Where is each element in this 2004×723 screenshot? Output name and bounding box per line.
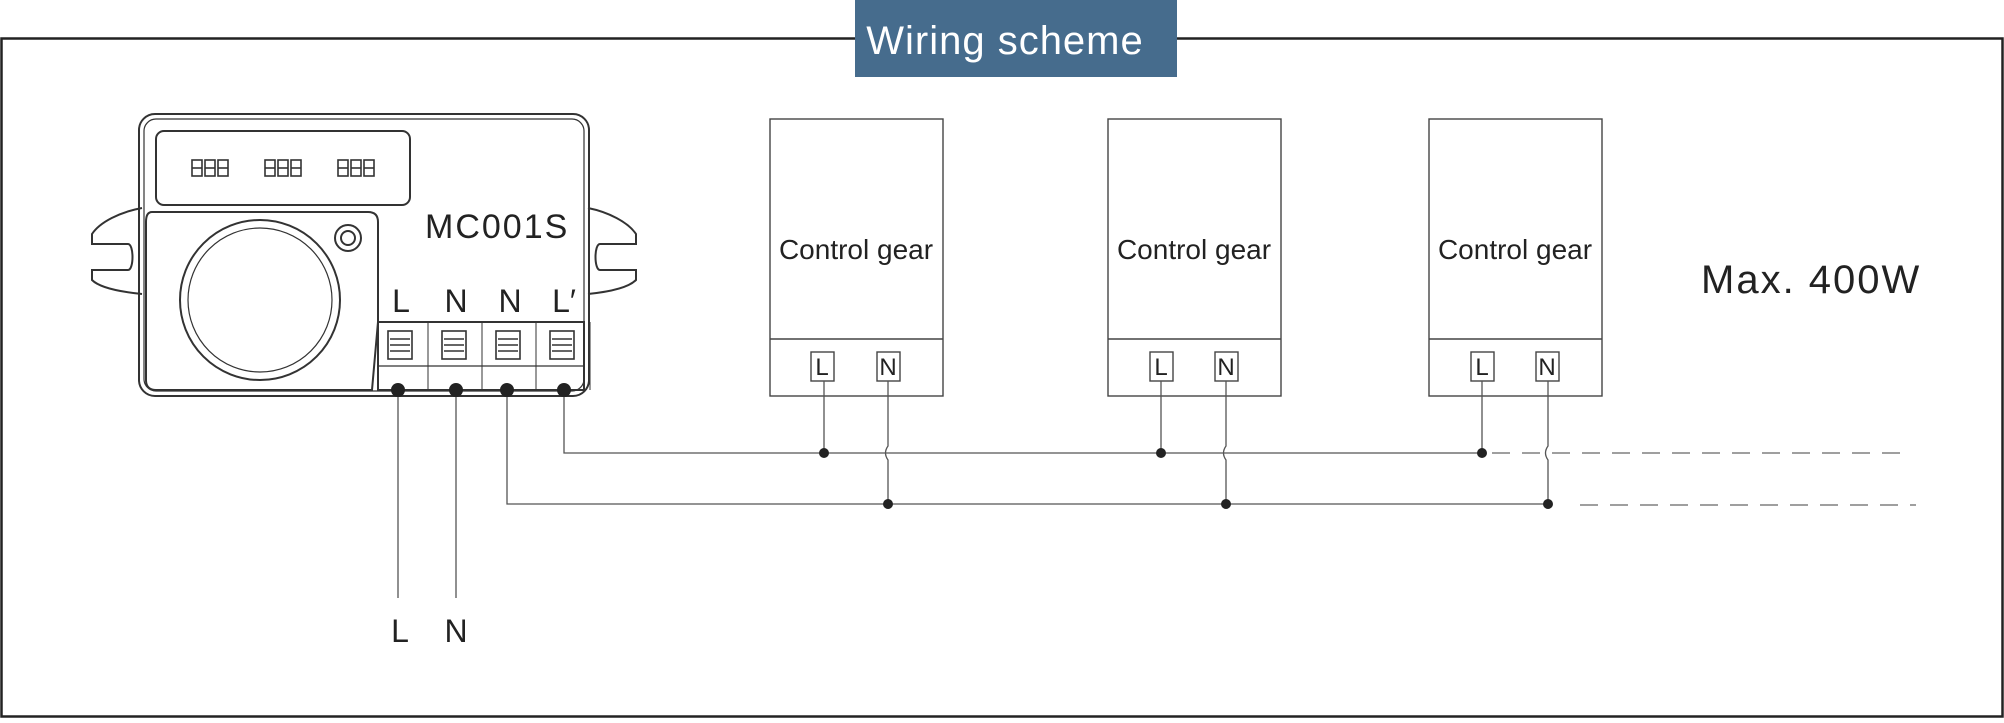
terminal-block [377,321,585,391]
gear-terminal-label: N [1538,354,1555,381]
control-gear-label: Control gear [779,234,933,265]
sensor-display [155,130,411,206]
gear-terminal-l [810,351,835,382]
terminal-screw [495,330,521,360]
title-tab [855,0,1177,77]
sensor-terminal-label: N [444,283,467,319]
indicator-led [334,224,362,252]
sensor-terminal-labels: L N N L′ [392,283,576,319]
control-gear-1 [769,118,944,397]
right-mounting-ear [587,207,637,295]
sensor-module [91,113,637,397]
sensor-body [138,113,590,397]
sensor-terminal-label: L [392,283,410,319]
terminal-screws [387,322,591,390]
supply-label-n: N [444,613,467,649]
terminal-screw [549,330,575,360]
terminal-screw [441,330,467,360]
sensor-lens [179,219,341,381]
sensor-terminal-label: N [498,283,521,319]
max-load-label: Max. 400W [1701,258,1921,302]
sensor-terminal-label: L′ [552,283,576,319]
gear-terminal-label: N [1217,354,1234,381]
diagram-title: Wiring scheme [866,19,1144,63]
wiring [397,381,1549,598]
gear-terminal-label: N [879,354,896,381]
control-gear-label: Control gear [1438,234,1592,265]
gear-terminal-label: L [1475,354,1488,381]
gear-terminal-labels: L N L N L N [815,354,1555,381]
gear-terminal-label: L [1154,354,1167,381]
supply-label-l: L [391,613,409,649]
lens-housing [145,211,379,391]
gear-n-wire [884,381,889,504]
continuation-lines [1492,452,1916,506]
neutral-bus [506,390,1548,505]
diagram-frame [0,37,2004,718]
switched-live-bus [563,390,1480,454]
gear-n-wire [1544,381,1549,504]
sensor-model: MC001S [425,208,569,246]
left-mounting-ear [91,207,143,295]
control-gear-label: Control gear [1117,234,1271,265]
junction-dots [391,383,1553,509]
display-digits [191,159,375,177]
gear-n-wire [1222,381,1227,504]
gear-terminal-label: L [815,354,828,381]
terminal-screw [387,330,413,360]
